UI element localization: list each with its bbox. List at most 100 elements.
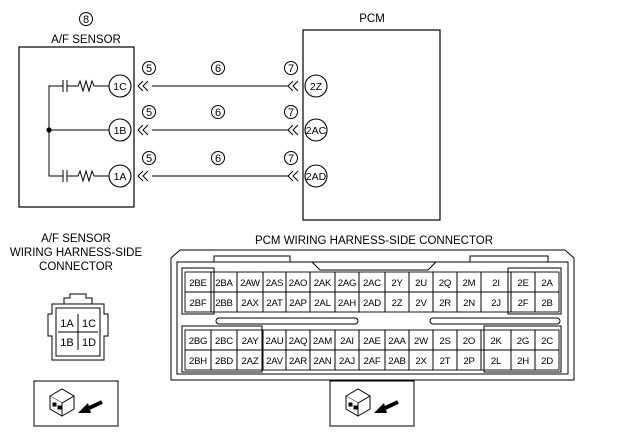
connector-pin-label: 2AV [266, 356, 284, 367]
af-terminal-1b [108, 118, 132, 142]
connector-pin-label: 2BF [190, 298, 207, 309]
arrow-icon [374, 400, 399, 413]
af-pin-1a: 1A [60, 318, 74, 330]
af-terminal-1a [108, 164, 132, 188]
pcm-connector-housing [170, 249, 575, 381]
connector-pin-label: 2AK [314, 278, 332, 289]
connector-pin-label: 2AR [289, 356, 307, 367]
connector-pin-label: 2AN [313, 356, 331, 367]
connector-cell [534, 349, 560, 371]
connector-pin-label: 2BA [215, 278, 233, 289]
connector-pin-label: 2F [518, 298, 529, 309]
connector-pin-label: 2AF [364, 356, 381, 367]
connector-pin-label: 2AG [338, 278, 357, 289]
af-sensor-block: 8 A/F SENSOR 1C 1B 1A [18, 12, 135, 208]
connector-pin-label: 2AH [338, 298, 356, 309]
connector-pin-label: 2V [415, 298, 427, 309]
af-pin-1b: 1B [60, 337, 73, 349]
connector-pin-label: 2BH [189, 356, 207, 367]
connector-pin-label: 2W [414, 336, 429, 347]
connector-pin-label: 2N [463, 298, 475, 309]
pcm-terminal-2ac [304, 118, 328, 142]
pcm-side-connector-marks [287, 80, 299, 182]
connector-pin-label: 2P [463, 356, 474, 367]
connector-pin-label: 2H [517, 356, 529, 367]
af-connector-title-line-1: A/F SENSOR [41, 233, 111, 245]
callout-7: 7 [288, 63, 294, 75]
connector-pin-label: 2I [492, 278, 500, 289]
connector-pin-label: 2AQ [289, 336, 308, 347]
pcm-block: PCM 2Z 2AC 2AD [302, 13, 441, 221]
connector-pin-label: 2K [490, 336, 502, 347]
connector-pin-label: 2AJ [339, 356, 355, 367]
af-sensor-internal-circuit [48, 79, 110, 183]
af-sensor-box [18, 46, 135, 208]
callout-5: 5 [146, 153, 152, 165]
af-connector: A/F SENSOR WIRING HARNESS-SIDE CONNECTOR… [10, 233, 143, 427]
connector-pin-label: 2Z [392, 298, 403, 309]
af-pin-1c: 1C [82, 318, 96, 330]
connector-pin-label: 2S [439, 336, 450, 347]
wires [137, 80, 299, 182]
connector-pin-label: 2BB [215, 298, 233, 309]
connector-pin-label: 2AZ [242, 356, 259, 367]
connector-pin-label: 2AY [242, 336, 260, 347]
pcm-box [302, 29, 441, 221]
connector-pin-label: 2BE [189, 278, 207, 289]
connector-pin-label: 2R [439, 298, 451, 309]
sensor-side-connector-marks [137, 80, 149, 182]
wire-callouts: 5 6 7 5 6 7 5 6 7 [142, 61, 298, 165]
connector-pin-label: 2L [491, 356, 502, 367]
af-connector-body [47, 293, 109, 361]
connector-pin-label: 2AD [363, 298, 381, 309]
connector-pin-label: 2X [415, 356, 427, 367]
connector-pin-label: 2Y [391, 278, 403, 289]
connector-pin-label: 2AX [241, 298, 259, 309]
junction-dot [46, 127, 52, 133]
pcm-terminal-2ad [304, 164, 328, 188]
af-terminal-1c-label: 1C [113, 81, 127, 93]
callout-7: 7 [288, 153, 294, 165]
connector-pin-label: 2AE [363, 336, 381, 347]
connector-pin-label: 2AP [289, 298, 307, 309]
pcm-title: PCM [359, 13, 385, 25]
plug-icon [345, 388, 371, 417]
connector-pin-label: 2C [541, 336, 553, 347]
connector-pin-label: 2U [415, 278, 427, 289]
af-terminal-1c [108, 74, 132, 98]
connector-pin-label: 2B [541, 298, 552, 309]
af-terminal-1b-label: 1B [114, 125, 127, 137]
connector-pin-label: 2M [463, 278, 476, 289]
plug-icon [49, 388, 75, 417]
connector-pin-label: 2O [463, 336, 475, 347]
af-pin-1d: 1D [82, 337, 96, 349]
af-terminal-1a-label: 1A [114, 171, 127, 183]
pcm-terminal-2ad-label: 2AD [306, 171, 327, 183]
connector-pin-label: 2T [440, 356, 451, 367]
connector-pin-label: 2AW [240, 278, 261, 289]
af-sensor-callout: 8 [83, 14, 89, 26]
connector-pin-label: 2AU [265, 336, 283, 347]
connector-pin-label: 2E [517, 278, 528, 289]
connector-orientation-icon [329, 380, 415, 427]
connector-cell [534, 291, 560, 313]
connector-pin-label: 2AC [363, 278, 381, 289]
callout-5: 5 [146, 107, 152, 119]
connector-pin-label: 2AM [313, 336, 332, 347]
connector-pin-label: 2BG [189, 336, 208, 347]
callout-7: 7 [288, 107, 294, 119]
connector-pin-label: 2AB [388, 356, 406, 367]
pcm-connector: PCM WIRING HARNESS-SIDE CONNECTOR 2BE 2BA… [170, 235, 575, 381]
pcm-terminal-2ac-label: 2AC [306, 125, 327, 137]
connector-pin-label: 2AA [388, 336, 406, 347]
pcm-connector-title: PCM WIRING HARNESS-SIDE CONNECTOR [255, 235, 493, 247]
pcm-terminal-2z [304, 74, 328, 98]
af-connector-title-line-2: WIRING HARNESS-SIDE [10, 247, 143, 259]
arrow-icon [78, 400, 103, 413]
connector-pin-label: 2AL [314, 298, 331, 309]
callout-6: 6 [215, 153, 221, 165]
pcm-connector-orientation [329, 380, 415, 427]
callout-6: 6 [215, 107, 221, 119]
